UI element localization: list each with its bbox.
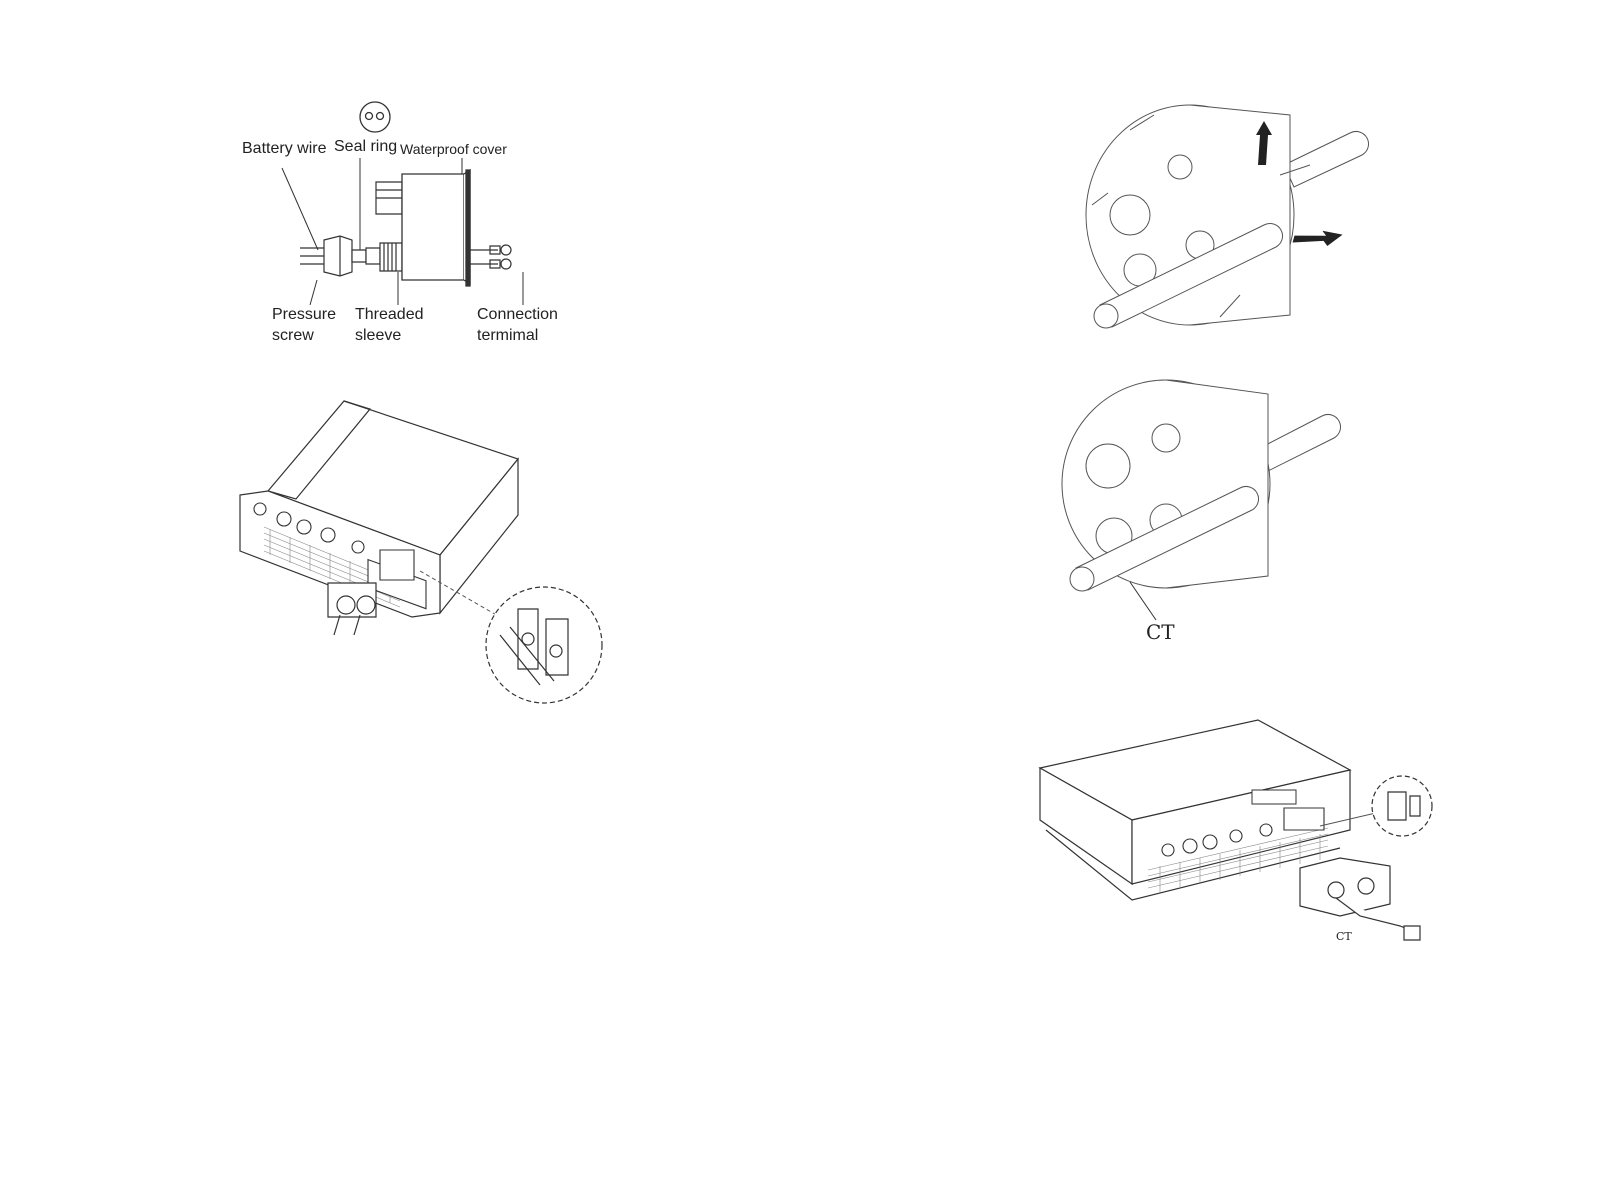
label-waterproof-cover: Waterproof cover [400,139,507,160]
figure-cable-gland-parts: Battery wire Seal ring Waterproof cover … [240,90,580,360]
ct-label-large: CT [1146,620,1175,644]
label-seal-ring: Seal ring [334,136,397,157]
label-connection-terminal-1: Connection [477,304,558,325]
label-pressure-screw-1: Pressure [272,304,336,325]
inverter-battery-drawing [240,395,620,735]
figure-ct-clamp-open [1080,95,1390,335]
ct-label-small: CT [1336,930,1352,943]
label-pressure-screw-2: screw [272,325,314,346]
label-threaded-sleeve-1: Threaded [355,304,424,325]
figure-ct-clamp-closed: CT [1060,380,1360,650]
ct-clamp-open-drawing [1080,95,1390,335]
label-battery-wire: Battery wire [242,138,326,159]
figure-inverter-battery-connection [240,395,620,735]
ct-clamp-closed-drawing [1060,380,1360,650]
figure-inverter-ct-connection: CT [1040,720,1480,980]
inverter-ct-drawing [1040,720,1480,980]
label-connection-terminal-2: termimal [477,325,538,346]
terminal-zoom-circle [486,587,602,703]
seal-ring-icon [360,102,390,132]
label-threaded-sleeve-2: sleeve [355,325,401,346]
